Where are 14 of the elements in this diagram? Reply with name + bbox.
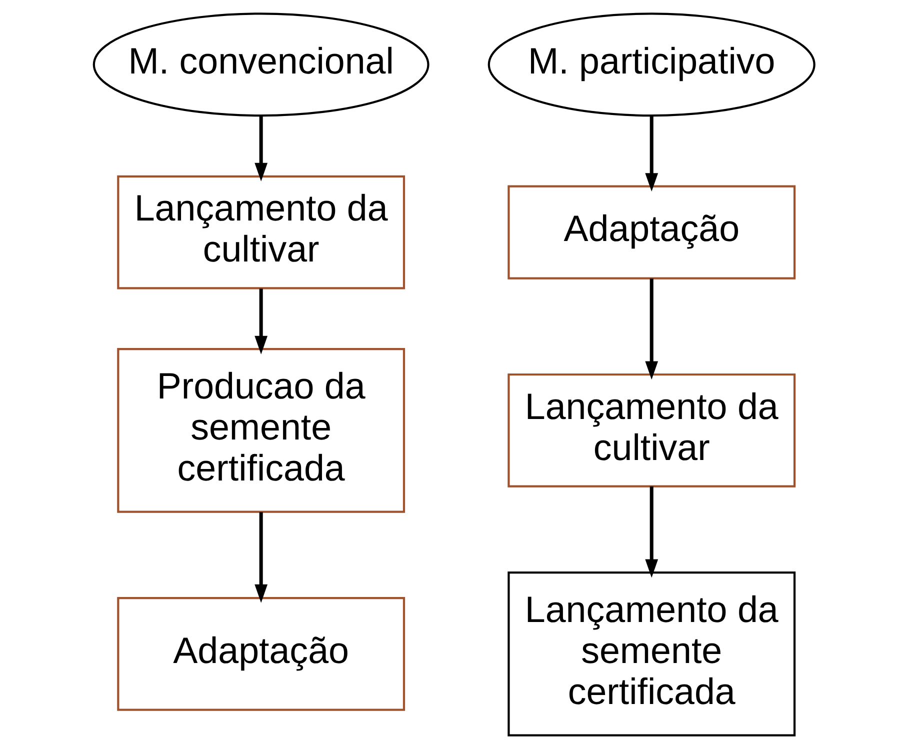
node-ellipse: M. participativo <box>487 12 815 117</box>
node-box: Adaptação <box>116 597 405 711</box>
arrow <box>644 486 658 578</box>
arrow <box>254 116 268 182</box>
arrow <box>644 116 658 192</box>
node-ellipse: M. convencional <box>92 12 429 117</box>
node-box: Lançamento da semente certificada <box>507 572 796 736</box>
node-box: Lançamento da cultivar <box>116 175 405 290</box>
arrow <box>644 278 658 380</box>
arrow <box>254 288 268 354</box>
node-box: Lançamento da cultivar <box>507 373 796 488</box>
node-box: Producao da semente certificada <box>116 348 405 513</box>
node-box: Adaptação <box>507 185 796 280</box>
arrow <box>254 512 268 603</box>
